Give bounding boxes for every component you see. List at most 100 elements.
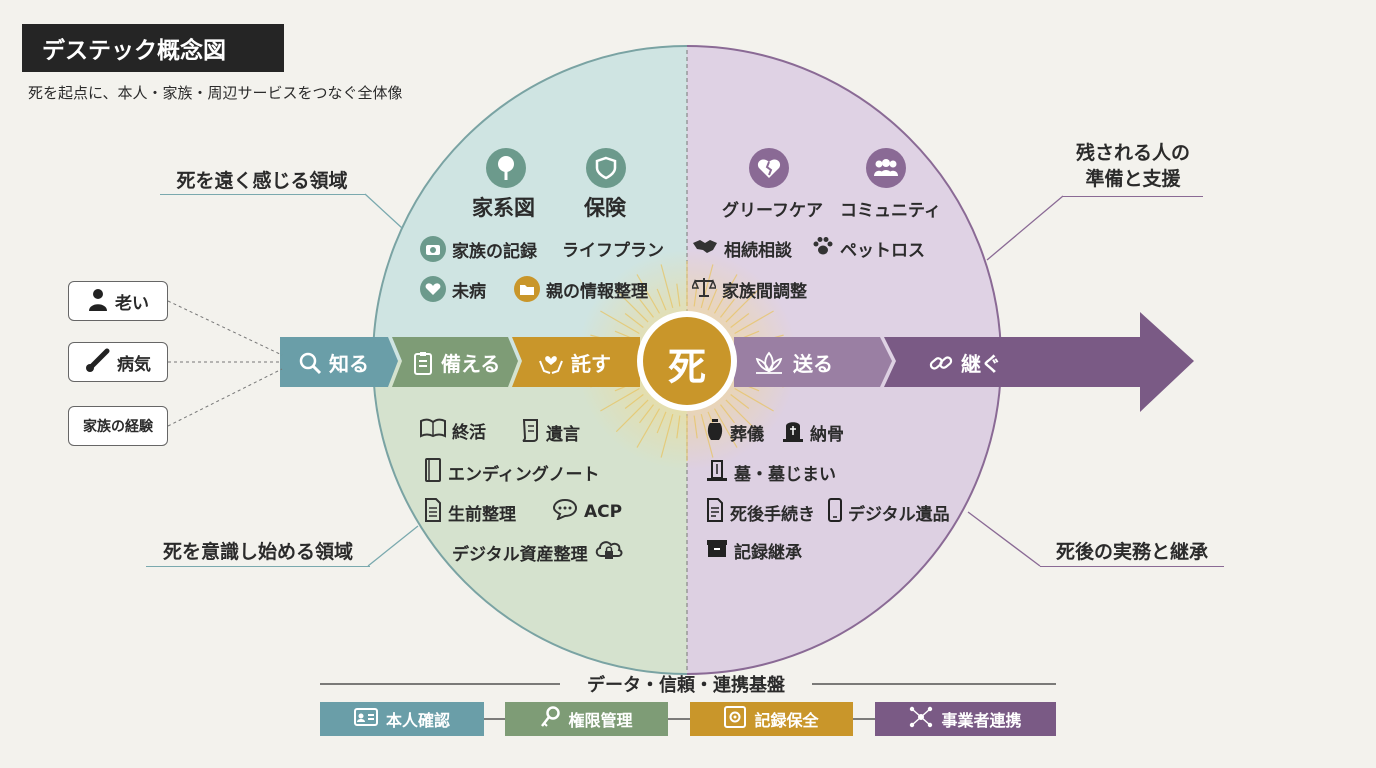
service-pre-symptom: 未病: [420, 276, 486, 302]
key-icon: [540, 706, 561, 732]
lotus-icon: [752, 351, 793, 376]
stage-know: 知る: [298, 348, 369, 377]
stage-send: 送る: [752, 348, 833, 377]
glow-ray: [713, 274, 738, 314]
glow-ray: [730, 313, 750, 328]
glow-ray: [734, 310, 774, 335]
document-icon: [424, 498, 442, 527]
urn-icon: [706, 418, 724, 447]
region-label-survivors: 残される人の 準備と支援: [1063, 140, 1203, 192]
stage-inherit: 継ぐ: [928, 348, 1001, 377]
thermometer-icon: [85, 347, 111, 378]
glow-ray: [624, 313, 644, 328]
region-label-line: 準備と支援: [1085, 168, 1181, 190]
glow-ray: [639, 404, 654, 424]
center-circle: [643, 317, 731, 405]
id-card-icon: [353, 708, 378, 730]
grave-icon: [706, 458, 728, 487]
service-digital-assets: デジタル資産整理: [452, 538, 624, 567]
foundation-record-preservation: 記録保全: [690, 702, 853, 736]
stage-arrow-know: [280, 337, 398, 387]
glow-ray: [615, 289, 649, 323]
form-icon: [706, 498, 724, 527]
glow-ray: [720, 404, 735, 424]
service-interment: 納骨: [782, 418, 844, 447]
glow-ray: [734, 387, 774, 412]
glow-ray: [725, 289, 759, 323]
region-label-aware: 死を意識し始める領域: [162, 541, 353, 563]
stage-entrust: 託す: [538, 348, 611, 377]
stage-arrow-entrust: [512, 337, 640, 387]
glow-ray: [639, 298, 654, 318]
folder-icon: [514, 276, 540, 302]
foundation-permission-management: 権限管理: [505, 702, 668, 736]
network-icon: [909, 706, 933, 732]
service-grief-care: グリーフケア: [722, 201, 823, 221]
glow-ray: [700, 264, 714, 309]
region-underline: [160, 194, 366, 195]
service-family-records: 家族の記録: [420, 236, 537, 262]
glow-ray: [636, 274, 661, 314]
tombstone-icon: [782, 418, 804, 447]
glow-ray: [725, 399, 759, 433]
service-grave: 墓・墓じまい: [706, 458, 836, 487]
service-inheritance-consult: 相続相談: [692, 236, 792, 261]
service-family-mediation: 家族間調整: [690, 276, 807, 303]
camera-icon: [420, 236, 446, 262]
magnifier-icon: [298, 352, 329, 376]
book-icon: [420, 418, 446, 443]
stage-prepare: 備える: [412, 348, 500, 377]
scroll-icon: [520, 418, 540, 447]
glow-ray: [656, 288, 667, 311]
glow-ray: [713, 408, 738, 448]
service-acp: ACP: [552, 498, 622, 525]
trigger-family-experience: 家族の経験: [68, 406, 168, 446]
service-will: 遺言: [520, 418, 580, 447]
region-label-distant: 死を遠く感じる領域: [176, 170, 348, 192]
glow-ray: [676, 283, 681, 307]
handshake-icon: [692, 237, 718, 260]
service-ending-note: エンディングノート: [424, 458, 599, 487]
foundation-title: データ・信頼・連携基盤: [587, 675, 785, 696]
glow-ray: [600, 310, 640, 335]
glow-ray: [600, 387, 640, 412]
glow-ray: [730, 394, 750, 409]
clipboard-icon: [412, 352, 441, 376]
service-life-plan: ライフプラン: [562, 241, 664, 261]
region-underline: [146, 566, 370, 567]
scales-icon: [690, 276, 718, 303]
service-pet-loss: ペットロス: [812, 236, 925, 261]
community-icon: [866, 148, 906, 188]
glow-ray: [676, 415, 681, 439]
shield-icon: [586, 148, 626, 188]
service-shukatsu: 終活: [420, 418, 486, 443]
stage-arrow-send: [734, 337, 892, 387]
service-community: コミュニティ: [840, 201, 941, 221]
tree-icon: [486, 148, 526, 188]
smartphone-icon: [828, 498, 842, 527]
service-insurance: 保険: [584, 196, 626, 220]
paw-icon: [812, 236, 834, 261]
service-funeral: 葬儀: [706, 418, 764, 447]
region-label-line: 残される人の: [1075, 142, 1190, 164]
heart-hands-icon: [538, 352, 571, 376]
service-seizen-seiri: 生前整理: [424, 498, 516, 527]
heart-pulse-icon: [420, 276, 446, 302]
service-digital-legacy: デジタル遺品: [828, 498, 950, 527]
trigger-aging: 老い: [68, 281, 168, 321]
trigger-illness: 病気: [68, 342, 168, 382]
speech-bubble-icon: [552, 498, 578, 525]
glow-ray: [636, 408, 661, 448]
broken-heart-icon: [749, 148, 789, 188]
service-record-succession: 記録継承: [706, 538, 802, 563]
glow-ray: [693, 415, 698, 439]
notebook-icon: [424, 458, 442, 487]
region-label-after-death: 死後の実務と継承: [1055, 541, 1208, 563]
glow-ray: [624, 394, 644, 409]
safe-icon: [724, 706, 747, 732]
page-title: デステック概念図: [22, 24, 284, 72]
link-icon: [928, 352, 961, 376]
glow-ray: [660, 264, 674, 309]
archive-box-icon: [706, 538, 728, 563]
region-underline: [1040, 566, 1224, 567]
